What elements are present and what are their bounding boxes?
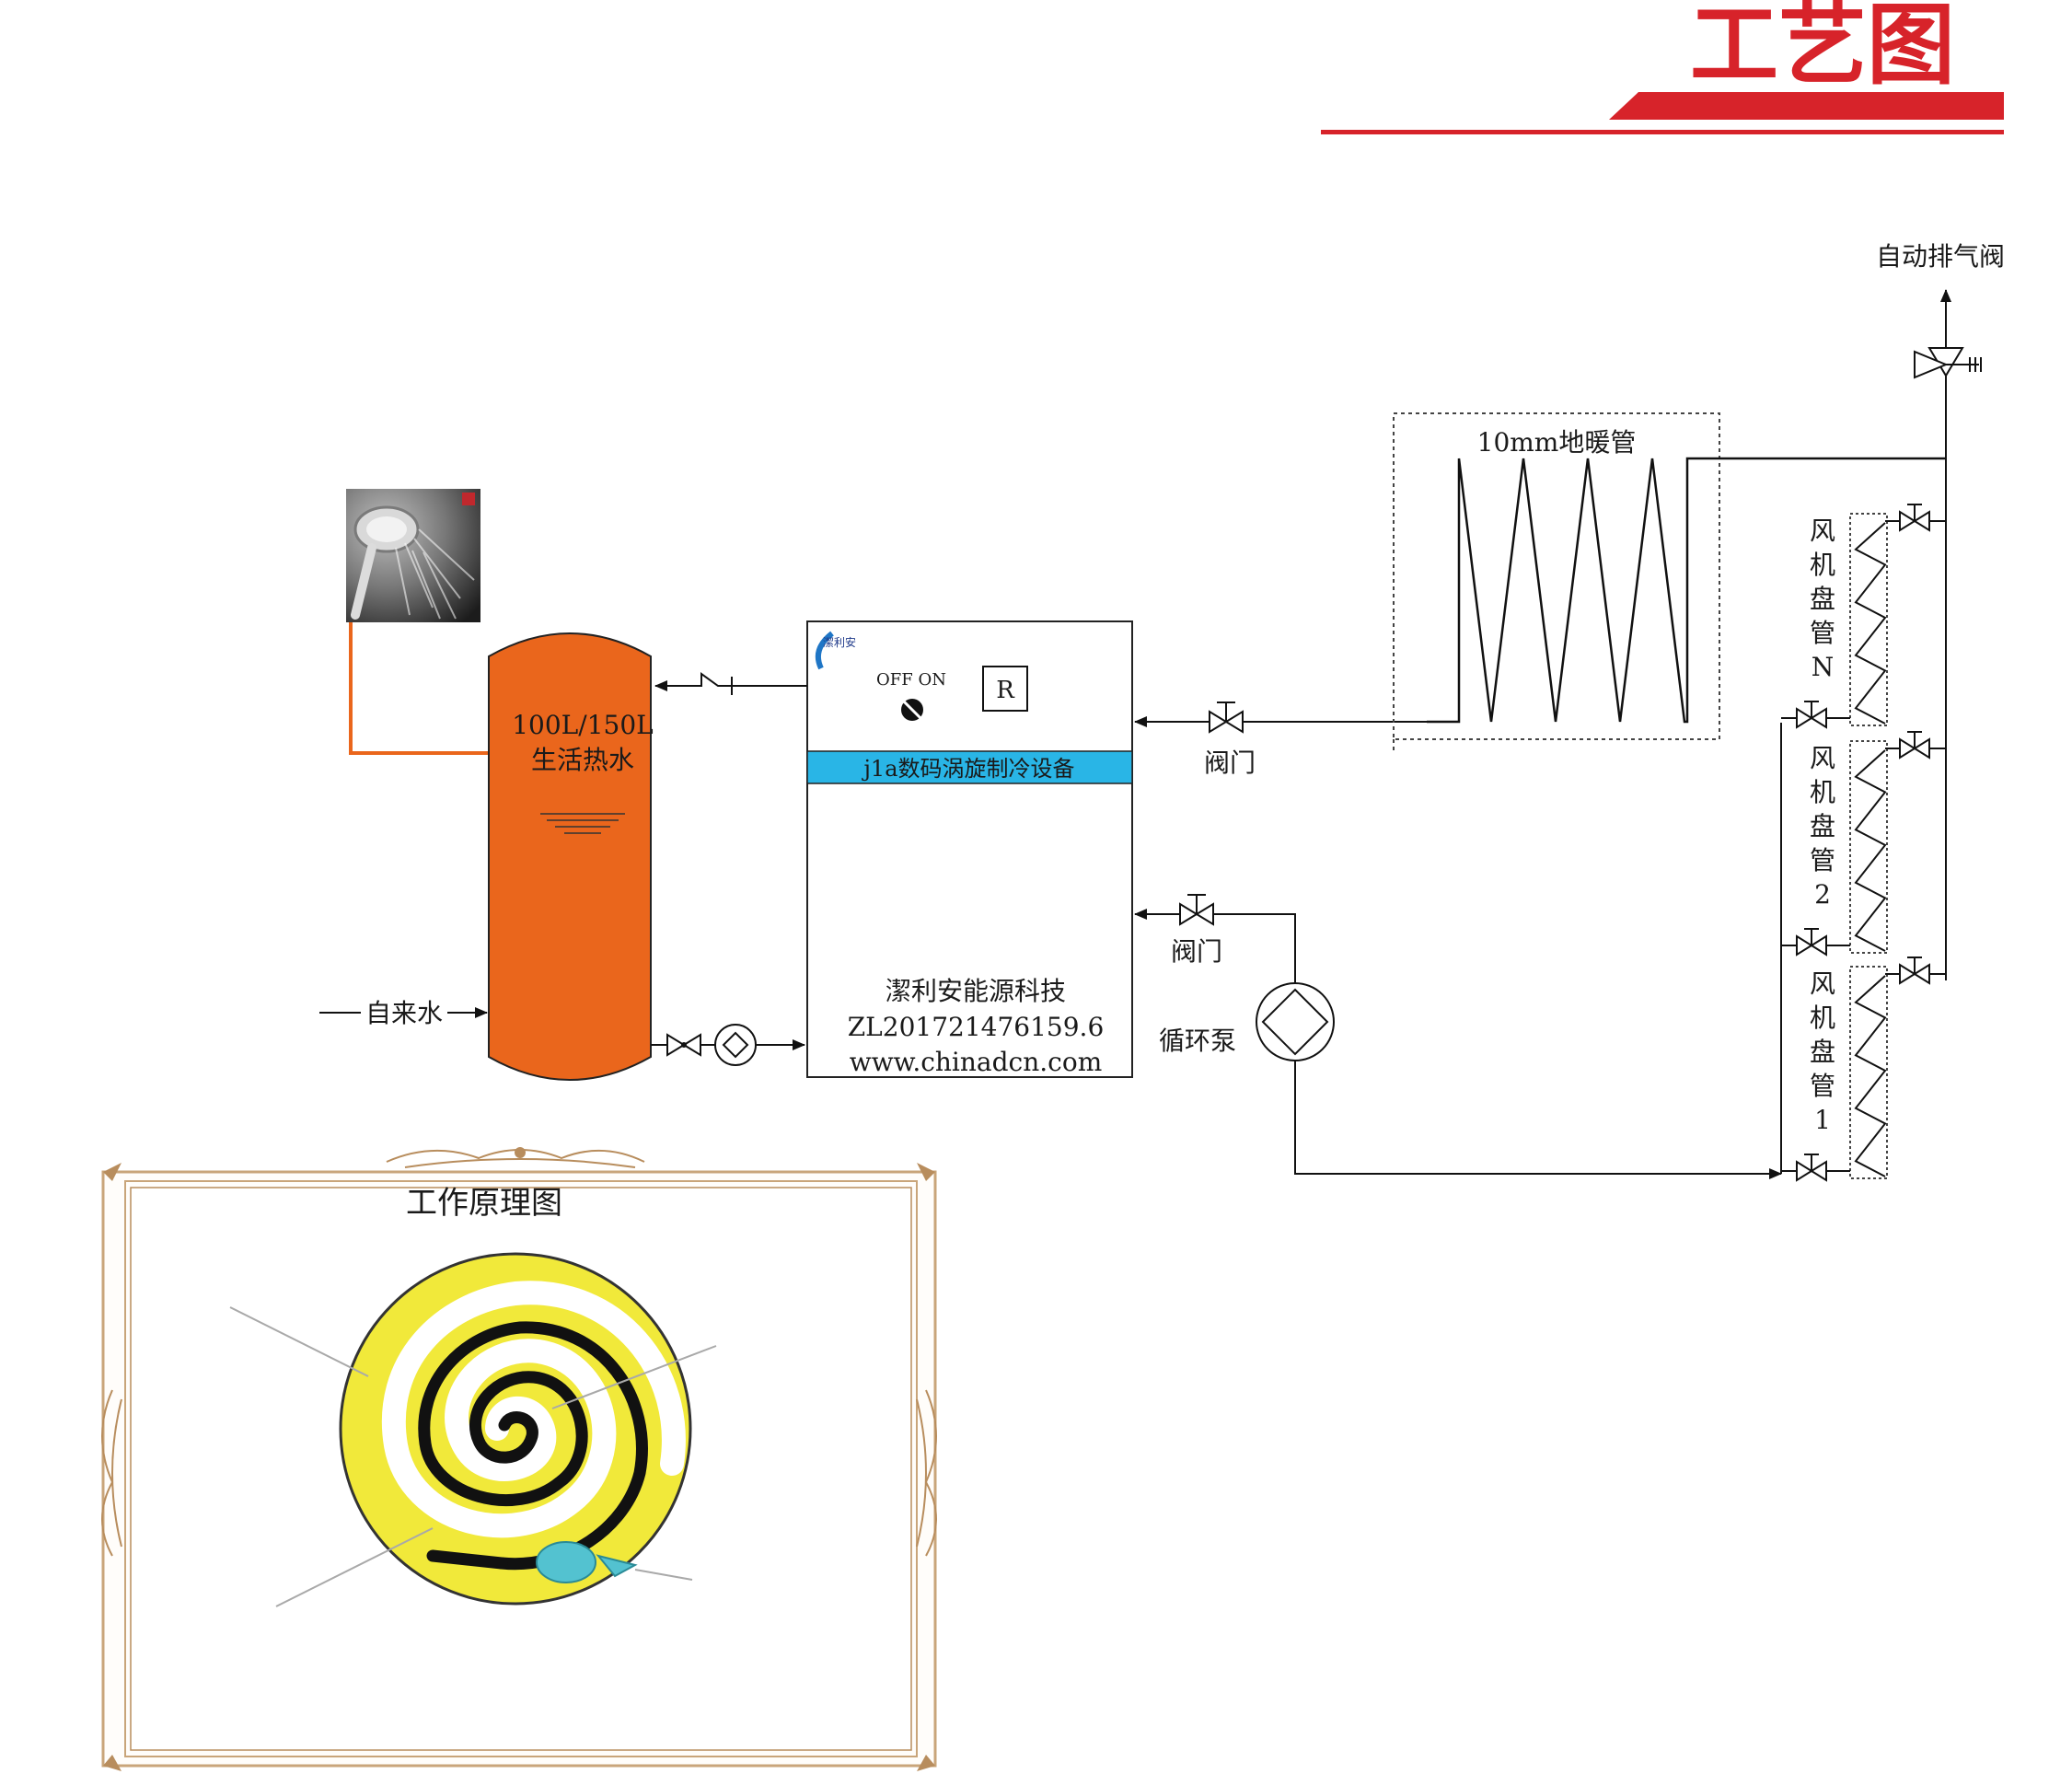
tank-to-device-line bbox=[651, 1024, 805, 1066]
fan-coil-label-char: 机 bbox=[1810, 1003, 1835, 1033]
air-vent-label: 自动排气阀 bbox=[1876, 241, 2005, 272]
r-button[interactable] bbox=[982, 666, 1028, 712]
title-banner bbox=[1609, 92, 2004, 120]
cooling-device: j1a数码涡旋制冷设备 潔利安 OFF ON R 潔利安能源科技 ZL20172… bbox=[806, 620, 1133, 1078]
tank-capacity: 100L/150L bbox=[512, 710, 654, 740]
fan-coil-label-char: 管 bbox=[1810, 1071, 1835, 1101]
r-button-label: R bbox=[996, 677, 1015, 704]
shower-head-image bbox=[346, 489, 480, 622]
riser-pipe bbox=[1914, 289, 1982, 980]
fan-coil-label-char: 管 bbox=[1810, 845, 1835, 875]
page-header: 工艺图 bbox=[1321, 0, 2004, 134]
floor-heating-label: 10mm地暖管 bbox=[1477, 427, 1637, 458]
water-level-icon bbox=[540, 813, 625, 834]
fan-coil-label-char: 盘 bbox=[1810, 584, 1835, 614]
title-underline bbox=[1321, 130, 2004, 134]
company-logo: 潔利安 bbox=[816, 631, 856, 670]
fan-coil-label-char: 1 bbox=[1814, 1105, 1831, 1135]
fan-coil-label-char: 管 bbox=[1810, 618, 1835, 648]
fan-coil-label-char: 盘 bbox=[1810, 1037, 1835, 1067]
fan-coil-label-char: 盘 bbox=[1810, 811, 1835, 841]
company-name: 潔利安能源科技 bbox=[886, 976, 1066, 1006]
hot-water-tank: 100L/150L 生活热水 bbox=[488, 632, 654, 1081]
circulation-pump-icon bbox=[1256, 982, 1335, 1061]
pump-label: 循环泵 bbox=[1159, 1026, 1236, 1056]
tank-label: 生活热水 bbox=[531, 745, 634, 775]
hot-water-line bbox=[349, 622, 489, 755]
fan-coil-label-char: 风 bbox=[1810, 516, 1835, 546]
floor-heating-loop: 10mm地暖管 bbox=[1393, 412, 1946, 753]
supply-line-bottom bbox=[1134, 894, 1782, 1179]
valve-label-bottom: 阀门 bbox=[1171, 936, 1222, 967]
outlet-line-to-tank bbox=[654, 672, 807, 695]
principle-title: 工作原理图 bbox=[406, 1185, 562, 1222]
tap-water-label: 自来水 bbox=[365, 998, 443, 1028]
fan-coil-label-char: 机 bbox=[1810, 777, 1835, 807]
patent-number: ZL201721476159.6 bbox=[848, 1012, 1105, 1042]
fan-coil-label-char: 2 bbox=[1814, 879, 1831, 910]
frame-ornament-top bbox=[386, 1147, 645, 1168]
fan-coil-label-char: 机 bbox=[1810, 550, 1835, 580]
fan-coil-label-char: 风 bbox=[1810, 968, 1835, 999]
device-name-band bbox=[806, 750, 1133, 784]
page-title: 工艺图 bbox=[1690, 0, 1955, 97]
svg-text:潔利安: 潔利安 bbox=[823, 635, 856, 649]
principle-panel: 工作原理图 bbox=[101, 1147, 937, 1771]
website: www.chinadcn.com bbox=[850, 1047, 1103, 1077]
frame-corner-ornaments bbox=[103, 1163, 935, 1771]
fan-coil-label-char: 风 bbox=[1810, 743, 1835, 773]
valve-label-top: 阀门 bbox=[1204, 748, 1256, 778]
frame-ornament-right bbox=[916, 1389, 937, 1557]
power-switch-label: OFF ON bbox=[876, 670, 946, 690]
return-line-top bbox=[1134, 701, 1427, 734]
device-name: j1a数码涡旋制冷设备 bbox=[861, 756, 1074, 782]
scroll-compressor-illustration bbox=[229, 1252, 717, 1607]
fan-coil-label-char: N bbox=[1812, 652, 1835, 682]
frame-ornament-left bbox=[101, 1389, 122, 1557]
power-switch-icon[interactable] bbox=[900, 698, 924, 722]
